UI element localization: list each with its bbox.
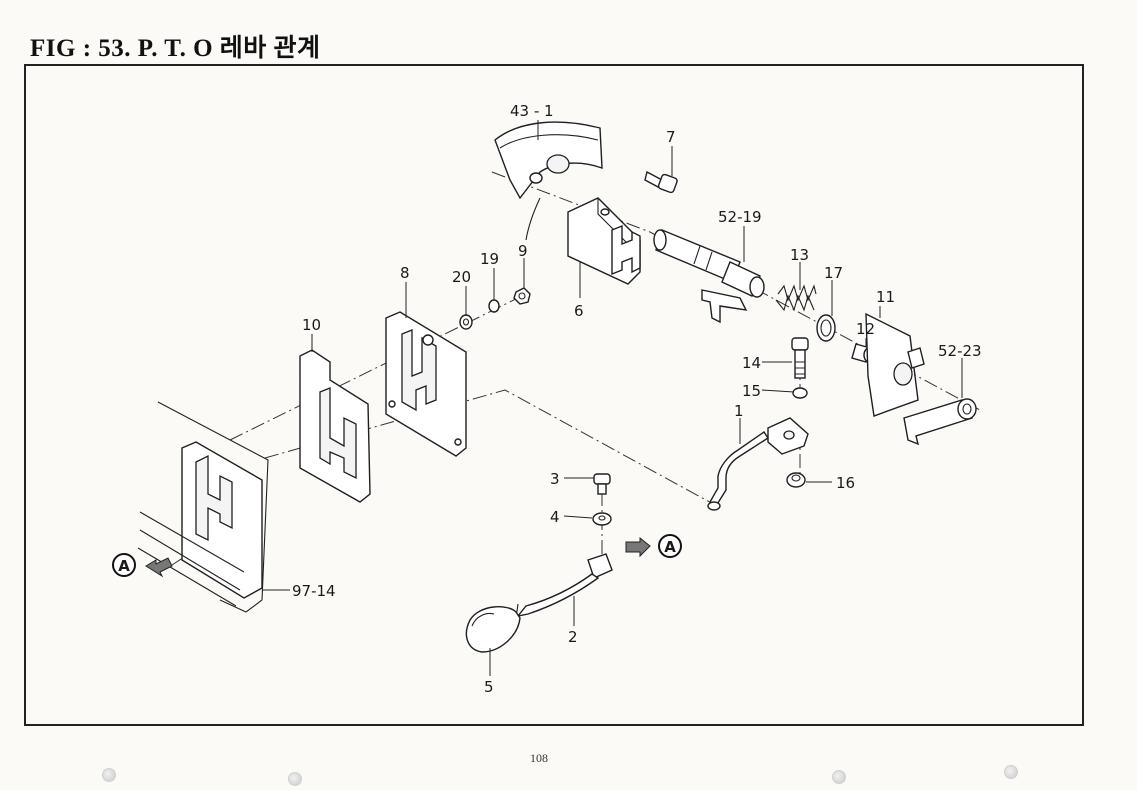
callout-8: 8 bbox=[400, 264, 410, 282]
callout-6: 6 bbox=[574, 302, 584, 320]
view-marker-left: A bbox=[112, 553, 136, 577]
part-14-bolt bbox=[791, 337, 809, 379]
part-52-23-lever-arm bbox=[903, 398, 977, 446]
callout-2: 2 bbox=[568, 628, 578, 646]
part-3-screw bbox=[593, 473, 611, 495]
callout-7: 7 bbox=[666, 128, 676, 146]
callout-4: 4 bbox=[550, 508, 560, 526]
callout-16: 16 bbox=[836, 474, 855, 492]
page-number: 108 bbox=[530, 751, 548, 765]
part-8-gate-plate bbox=[385, 311, 467, 457]
diagram-frame bbox=[24, 64, 1084, 726]
callout-52-23: 52-23 bbox=[938, 342, 982, 360]
part-4-washer bbox=[592, 512, 612, 526]
svg-text:A: A bbox=[664, 538, 676, 556]
figure-title: FIG : 53. P. T. O 레바 관계 bbox=[30, 35, 321, 62]
part-17-washer bbox=[816, 314, 836, 342]
callout-20: 20 bbox=[452, 268, 471, 286]
binder-hole bbox=[102, 768, 116, 782]
part-7-bolt bbox=[644, 170, 678, 194]
callout-97-14: 97-14 bbox=[292, 582, 336, 600]
part-9-nut bbox=[513, 287, 531, 305]
callout-11: 11 bbox=[876, 288, 895, 306]
part-19-washer bbox=[488, 299, 500, 313]
part-43-1-housing bbox=[494, 121, 603, 241]
callout-5: 5 bbox=[484, 678, 494, 696]
binder-hole bbox=[1004, 765, 1018, 779]
part-10-gasket bbox=[299, 349, 371, 503]
callout-1: 1 bbox=[734, 402, 744, 420]
part-13-spring bbox=[775, 284, 817, 312]
binder-hole bbox=[832, 770, 846, 784]
part-20-washer bbox=[459, 314, 473, 330]
part-6-gate-plate bbox=[567, 197, 641, 285]
callout-19: 19 bbox=[480, 250, 499, 268]
part-16-nut bbox=[786, 472, 806, 488]
part-2-lever-rod bbox=[515, 553, 613, 619]
callout-15: 15 bbox=[742, 382, 761, 400]
binder-hole bbox=[288, 772, 302, 786]
callout-14: 14 bbox=[742, 354, 761, 372]
leader-lines bbox=[262, 120, 963, 676]
callout-labels: 43 - 1 7 52-19 6 13 17 11 12 52-23 9 19 … bbox=[292, 102, 982, 696]
callout-13: 13 bbox=[790, 246, 809, 264]
view-arrow-left bbox=[145, 557, 173, 578]
part-1-rod bbox=[707, 417, 809, 511]
part-5-knob bbox=[465, 606, 521, 653]
callout-9: 9 bbox=[518, 242, 528, 260]
callout-3: 3 bbox=[550, 470, 560, 488]
part-11-bracket bbox=[865, 312, 925, 417]
callout-17: 17 bbox=[824, 264, 843, 282]
callout-52-19: 52-19 bbox=[718, 208, 762, 226]
callout-12: 12 bbox=[856, 320, 875, 338]
part-52-19-shaft bbox=[653, 229, 765, 324]
callout-10: 10 bbox=[302, 316, 321, 334]
svg-text:A: A bbox=[118, 557, 130, 575]
callout-43-1: 43 - 1 bbox=[510, 102, 554, 120]
part-15-washer bbox=[792, 387, 808, 399]
view-marker-right: A bbox=[658, 534, 682, 558]
part-97-14-panel bbox=[137, 401, 269, 613]
view-arrow-right bbox=[625, 536, 651, 558]
